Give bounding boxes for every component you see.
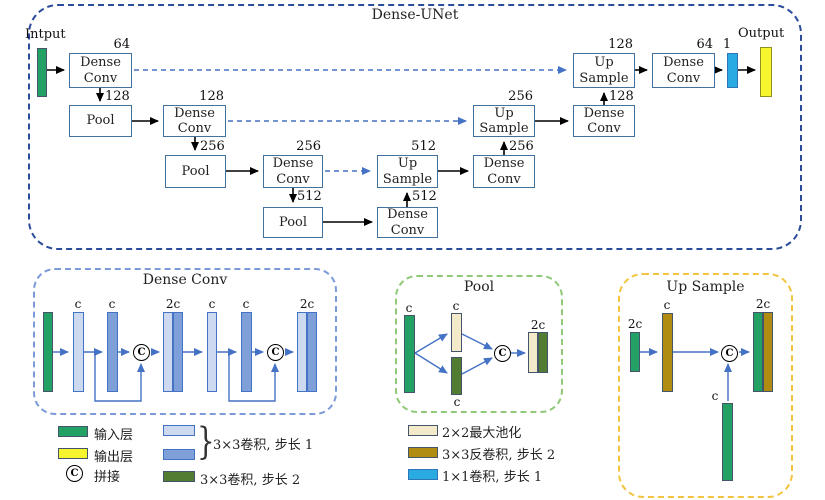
channels-256-b: 256 xyxy=(508,89,533,104)
concat-icon-pool: C xyxy=(494,345,511,362)
dc-conv-light-2 xyxy=(207,312,217,392)
dc-concat-bar-2-medium xyxy=(307,312,317,392)
pool-label-2c: 2c xyxy=(530,318,546,332)
dc-label-2c2: 2c xyxy=(299,297,315,311)
dc-label-c1: c xyxy=(74,297,82,311)
pool-concat-bar-cream xyxy=(528,332,538,373)
legend-conv-stride2-swatch xyxy=(163,471,195,482)
dense-conv-panel xyxy=(33,268,337,415)
pool-concat-bar xyxy=(528,332,548,373)
dc-conv-medium-2 xyxy=(241,312,252,392)
dc-concat-bar-1-light xyxy=(163,312,173,392)
dense-conv-3: Dense Conv xyxy=(263,155,323,188)
input-label: Intput xyxy=(25,27,66,42)
pool-label-c2: c xyxy=(452,299,460,313)
legend-input-label: 输入层 xyxy=(94,428,134,443)
pool-input-bar xyxy=(404,315,415,393)
dense-conv-7: Dense Conv xyxy=(652,53,715,88)
unet-panel xyxy=(28,4,802,250)
pool-label-c1: c xyxy=(405,301,413,315)
pool-concat-bar-green xyxy=(538,332,548,373)
dc-concat-bar-2 xyxy=(297,312,317,392)
up-sample-panel xyxy=(618,273,793,498)
legend-conv1x1-swatch xyxy=(408,469,438,480)
concat-icon-us: C xyxy=(721,345,738,362)
dc-label-c4: c xyxy=(242,297,250,311)
dense-conv-6: Dense Conv xyxy=(573,105,635,137)
output-layer-bar xyxy=(760,47,772,97)
dense-conv-5: Dense Conv xyxy=(473,155,535,188)
dense-conv-2: Dense Conv xyxy=(163,105,226,137)
legend-deconv-label: 3×3反卷积, 步长 2 xyxy=(442,448,556,463)
us-label-c1: c xyxy=(663,298,671,312)
up-sample-128: Up Sample xyxy=(573,53,635,88)
pool-maxpool-bar xyxy=(451,313,462,352)
legend-conv-medium-swatch xyxy=(163,449,195,460)
up-sample-256: Up Sample xyxy=(473,105,535,137)
us-concat-bar-olive xyxy=(763,312,773,392)
pool-panel xyxy=(395,275,563,413)
dc-label-c3: c xyxy=(208,297,216,311)
us-input-bar xyxy=(630,332,640,372)
channels-64-b: 64 xyxy=(696,37,713,52)
channels-128-a: 128 xyxy=(199,89,224,104)
edge-label-128-down: 128 xyxy=(105,89,130,104)
concat-icon-legend: C xyxy=(66,465,83,482)
up-sample-512: Up Sample xyxy=(377,155,438,188)
legend-brace: } xyxy=(196,420,215,463)
us-concat-bar xyxy=(753,312,773,392)
us-label-2c2: 2c xyxy=(755,297,771,311)
channels-128-b: 128 xyxy=(608,37,633,52)
pool-3: Pool xyxy=(263,207,323,238)
channels-256-a: 256 xyxy=(296,139,321,154)
legend-maxpool-swatch xyxy=(408,425,438,436)
dc-concat-bar-2-light xyxy=(297,312,307,392)
dc-input-bar xyxy=(43,312,53,392)
input-layer-bar xyxy=(37,48,47,97)
legend-output-label: 输出层 xyxy=(94,450,134,465)
us-concat-bar-green xyxy=(753,312,763,392)
output-label: Output xyxy=(738,26,785,41)
up-sample-panel-title: Up Sample xyxy=(666,279,745,295)
pool-panel-title: Pool xyxy=(463,279,495,295)
legend-conv1x1-label: 1×1卷积, 步长 1 xyxy=(442,470,543,485)
legend-conv3x3s2-label: 3×3卷积, 步长 2 xyxy=(200,473,301,488)
dc-label-2c1: 2c xyxy=(165,297,181,311)
us-label-2c1: 2c xyxy=(627,317,643,331)
dense-conv-4: Dense Conv xyxy=(377,207,438,238)
pool-1: Pool xyxy=(69,105,132,137)
dc-concat-bar-1 xyxy=(163,312,183,392)
edge-label-512-down: 512 xyxy=(297,189,322,204)
edge-label-256-down: 256 xyxy=(200,139,225,154)
dc-conv-light-1 xyxy=(73,312,84,392)
pool-2: Pool xyxy=(165,155,226,188)
output-channels: 1 xyxy=(722,37,732,52)
us-skip-bar xyxy=(722,403,733,481)
channels-512-a: 512 xyxy=(411,139,436,154)
unet-title: Dense-UNet xyxy=(371,7,459,23)
dc-conv-medium-1 xyxy=(107,312,118,392)
dense-conv-1: Dense Conv xyxy=(69,53,132,88)
edge-label-128-up: 128 xyxy=(609,89,634,104)
pool-conv-stride2-bar xyxy=(451,357,462,395)
concat-icon-dc1: C xyxy=(133,344,150,361)
edge-label-256-up: 256 xyxy=(509,139,534,154)
edge-label-512-up: 512 xyxy=(412,189,437,204)
concat-icon-dc2: C xyxy=(267,344,284,361)
dc-concat-bar-1-medium xyxy=(173,312,183,392)
legend-conv-light-swatch xyxy=(163,425,195,436)
us-deconv-bar xyxy=(662,313,673,392)
legend-maxpool-label: 2×2最大池化 xyxy=(442,426,522,441)
us-label-c2: c xyxy=(711,389,719,403)
legend-concat-label: 拼接 xyxy=(94,470,121,485)
dense-conv-panel-title: Dense Conv xyxy=(142,272,228,288)
legend-conv3x3s1-label: 3×3卷积, 步长 1 xyxy=(213,438,314,453)
legend-input-swatch xyxy=(58,426,88,437)
pool-label-c3: c xyxy=(453,395,461,409)
channels-64-a: 64 xyxy=(113,37,130,52)
legend-output-swatch xyxy=(58,448,88,459)
dc-label-c2: c xyxy=(108,297,116,311)
legend-deconv-swatch xyxy=(408,447,438,458)
conv1x1-bar xyxy=(727,53,738,88)
